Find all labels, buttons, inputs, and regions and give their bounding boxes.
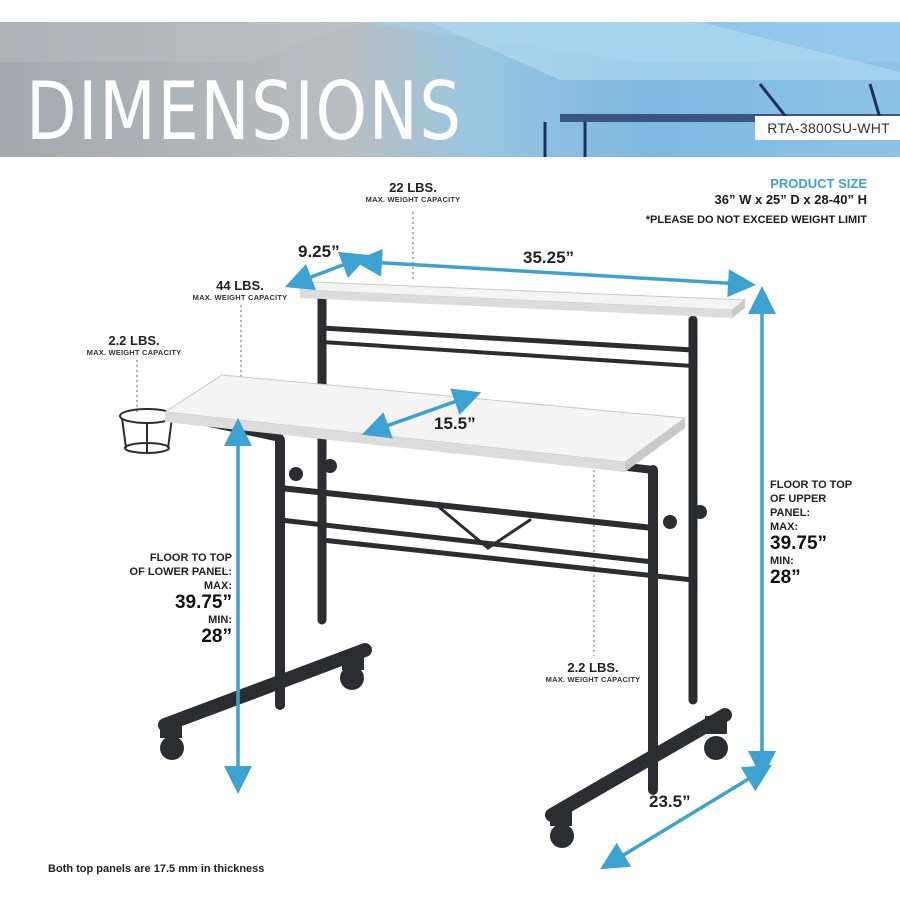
lower-height-max-value: 39.75” <box>174 592 232 613</box>
lower-depth-label: 15.5” <box>434 414 476 433</box>
upper-height-max-value: 39.75” <box>770 533 828 554</box>
lower-height-label-line: OF LOWER PANEL: <box>129 566 232 578</box>
capacity-value: 44 LBS. <box>216 278 264 293</box>
capacity-value: 2.2 LBS. <box>108 333 160 348</box>
model-number-badge: RTA-3800SU-WHT <box>755 116 900 140</box>
lower-panel-capacity: 44 LBS. MAX. WEIGHT CAPACITY <box>190 278 290 302</box>
upper-height-label-line: OF UPPER <box>770 493 827 505</box>
weight-limit-warning: *PLEASE DO NOT EXCEED WEIGHT LIMIT <box>645 214 867 226</box>
upper-height-label-line: PANEL: <box>770 507 811 519</box>
desk-frame <box>158 293 732 822</box>
panel-thickness-note: Both top panels are 17.5 mm in thickness <box>48 863 265 875</box>
lower-height-annotation: FLOOR TO TOP OF LOWER PANEL: MAX: 39.75”… <box>110 551 232 647</box>
lower-height-label-line: FLOOR TO TOP <box>149 552 232 564</box>
capacity-label: MAX. WEIGHT CAPACITY <box>86 348 182 357</box>
height-adjustment-knobs <box>289 459 707 529</box>
side-hook-capacity: 2.2 LBS. MAX. WEIGHT CAPACITY <box>543 660 643 684</box>
lower-panel <box>163 374 687 472</box>
page-title: DIMENSIONS <box>26 65 463 157</box>
dimension-arrows <box>224 248 776 870</box>
upper-height-min-value: 28” <box>770 567 801 588</box>
caster-wheels <box>160 652 728 848</box>
capacity-label: MAX. WEIGHT CAPACITY <box>365 195 461 204</box>
capacity-label: MAX. WEIGHT CAPACITY <box>192 293 288 302</box>
upper-width-label: 35.25” <box>523 248 575 267</box>
upper-panel <box>298 281 747 318</box>
upper-depth-label: 9.25” <box>298 242 340 261</box>
upper-height-max-label: MAX: <box>770 521 799 533</box>
leader-lines <box>136 212 595 656</box>
cup-holder-capacity: 2.2 LBS. MAX. WEIGHT CAPACITY <box>84 333 184 357</box>
header-banner: DIMENSIONS RTA-3800SU-WHT <box>0 22 900 157</box>
upper-height-annotation: FLOOR TO TOP OF UPPER PANEL: MAX: 39.75”… <box>770 478 880 588</box>
upper-panel-capacity: 22 LBS. MAX. WEIGHT CAPACITY <box>363 180 463 204</box>
product-size-value: 36” W x 25” D x 28-40” H <box>714 192 867 207</box>
lower-height-min-value: 28” <box>201 626 232 647</box>
upper-height-min-label: MIN: <box>770 555 794 567</box>
lower-height-max-label: MAX: <box>203 580 232 592</box>
upper-height-label-line: FLOOR TO TOP <box>770 479 853 491</box>
product-size-heading: PRODUCT SIZE <box>770 176 867 191</box>
banner-background-graphic <box>0 22 900 157</box>
capacity-value: 2.2 LBS. <box>567 660 619 675</box>
lower-height-min-label: MIN: <box>208 614 232 626</box>
capacity-label: MAX. WEIGHT CAPACITY <box>545 675 641 684</box>
base-depth-label: 23.5” <box>649 792 691 811</box>
capacity-value: 22 LBS. <box>389 180 437 195</box>
